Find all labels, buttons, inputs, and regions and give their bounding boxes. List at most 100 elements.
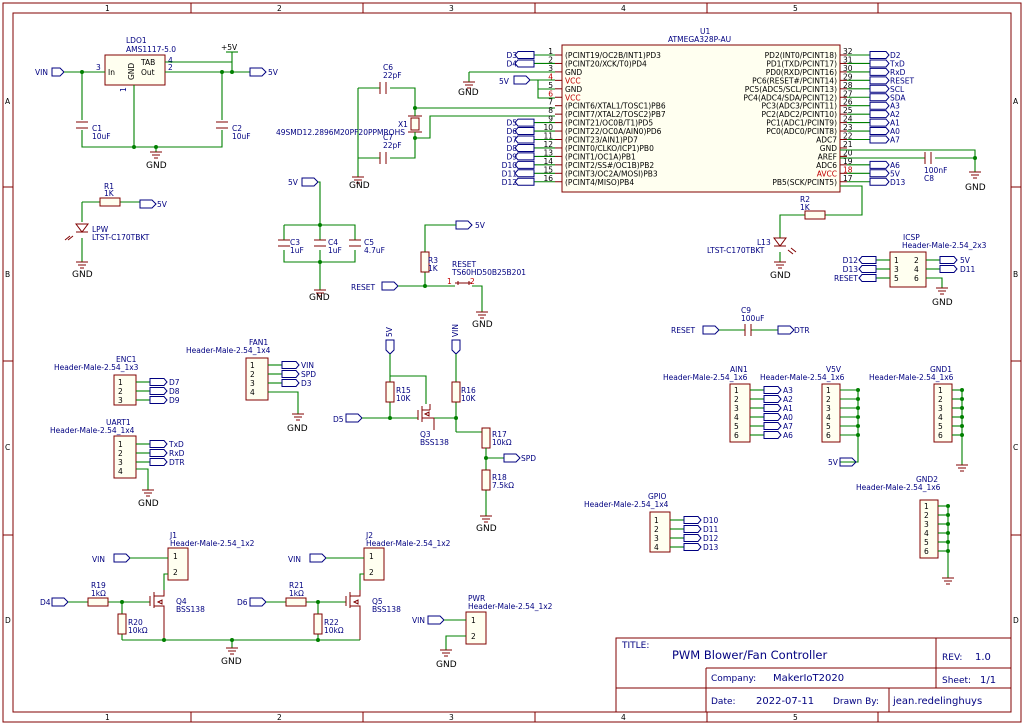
svg-text:C8: C8 bbox=[924, 174, 934, 183]
svg-text:5V: 5V bbox=[499, 77, 510, 86]
mcu-pin-name: (PCINT3/OC2A/MOSI)PB3 bbox=[565, 169, 658, 178]
svg-text:J1: J1 bbox=[169, 531, 177, 540]
mcu-net-text: D12 bbox=[502, 178, 518, 187]
header-net-text: D10 bbox=[703, 516, 719, 525]
mcu-pin-number: 30 bbox=[843, 64, 853, 73]
svg-text:5V: 5V bbox=[268, 68, 279, 77]
svg-text:TITLE:: TITLE: bbox=[621, 641, 649, 651]
svg-text:VIN: VIN bbox=[412, 616, 425, 625]
header-pin-number: 3 bbox=[118, 396, 123, 405]
mcu-pin-number: 22 bbox=[843, 132, 853, 141]
svg-text:Header-Male-2.54_2x3: Header-Male-2.54_2x3 bbox=[902, 241, 987, 250]
svg-text:5V: 5V bbox=[385, 326, 394, 337]
header-net-label bbox=[683, 525, 702, 533]
svg-text:1: 1 bbox=[173, 552, 178, 561]
v5-label-ldo bbox=[249, 67, 267, 77]
mcu-net-text: RxD bbox=[890, 68, 906, 77]
mcu-pin-number: 31 bbox=[843, 55, 853, 64]
frame-row-label-left: C bbox=[5, 443, 10, 452]
mcu-pin-number: 8 bbox=[548, 106, 553, 115]
svg-text:VIN: VIN bbox=[451, 324, 460, 337]
header-net-label bbox=[763, 413, 782, 421]
mcu-net-text: RESET bbox=[890, 76, 914, 85]
header-net-label bbox=[149, 378, 168, 386]
svg-text:Header-Male-2.54_1x4: Header-Male-2.54_1x4 bbox=[186, 346, 271, 355]
header-pin-number: 2 bbox=[924, 511, 929, 520]
mcu-net-label bbox=[869, 76, 890, 85]
mcu-net-text: D10 bbox=[502, 161, 518, 170]
svg-text:7.5kΩ: 7.5kΩ bbox=[492, 481, 514, 490]
mcu-pin-name: GND bbox=[565, 68, 582, 77]
mcu-net-text: TxD bbox=[889, 59, 905, 68]
mcu-pin-name: PC4(ADC4/SDA/PCINT12) bbox=[743, 93, 837, 102]
icsp-pin-number: 3 bbox=[894, 265, 899, 274]
inner-frame bbox=[12, 12, 1012, 713]
header-net-text: A7 bbox=[783, 422, 793, 431]
svg-text:R18: R18 bbox=[492, 473, 507, 482]
svg-text:Header-Male-2.54_1x6: Header-Male-2.54_1x6 bbox=[760, 373, 845, 382]
mcu-net-text: A6 bbox=[890, 161, 900, 170]
svg-text:2: 2 bbox=[470, 277, 475, 286]
svg-text:R3: R3 bbox=[428, 256, 438, 265]
svg-text:RESET: RESET bbox=[671, 326, 695, 335]
q5-ref: Q5 bbox=[372, 597, 383, 606]
mcu-pin-name: GND bbox=[820, 144, 837, 153]
q4-value: BSS138 bbox=[176, 605, 205, 614]
icsp-net-text: D12 bbox=[843, 256, 859, 265]
mcu-net-text: 5V bbox=[890, 169, 901, 178]
header-pin-number: 3 bbox=[924, 520, 929, 529]
svg-text:Header-Male-2.54_1x2: Header-Male-2.54_1x2 bbox=[366, 539, 451, 548]
svg-text:GND: GND bbox=[965, 183, 986, 193]
icsp-pin-number: 1 bbox=[894, 256, 899, 265]
mcu-net-label bbox=[869, 84, 890, 93]
svg-text:Date:: Date: bbox=[711, 697, 736, 707]
vin-label-j1 bbox=[113, 553, 131, 563]
q3-section: 5V VIN R15 10K D5 R16 10K Q3 BSS138 R17 … bbox=[333, 324, 536, 534]
header-net-label bbox=[149, 387, 168, 395]
frame-row-label-right: C bbox=[1013, 443, 1018, 452]
frame-row-label-left: D bbox=[5, 616, 11, 625]
j1-q4-section: J1 Header-Male-2.54_1x2 1 2 VIN D4 R19 1… bbox=[40, 531, 255, 640]
ldo1-pin-tab: TAB bbox=[140, 58, 155, 67]
svg-text:R21: R21 bbox=[289, 581, 304, 590]
x1-ref: X1 bbox=[398, 120, 408, 129]
header-net-text: RxD bbox=[169, 449, 185, 458]
svg-text:C5: C5 bbox=[364, 238, 374, 247]
reset-label-c9 bbox=[702, 325, 720, 335]
header-pin-number: 4 bbox=[734, 413, 739, 422]
frame-row-label-left: B bbox=[5, 270, 10, 279]
mcu-net-text: A0 bbox=[890, 127, 900, 136]
svg-text:REV:: REV: bbox=[942, 653, 962, 663]
svg-text:Header-Male-2.54_1x4: Header-Male-2.54_1x4 bbox=[50, 426, 135, 435]
frame-row-label-right: D bbox=[1013, 616, 1019, 625]
mcu-pin-name: VCC bbox=[565, 93, 581, 102]
frame-col-label-bottom: 4 bbox=[621, 713, 626, 722]
svg-text:PWR: PWR bbox=[468, 594, 485, 603]
mcu-net-text: D9 bbox=[506, 152, 517, 161]
svg-text:C9: C9 bbox=[741, 306, 751, 315]
mcu-pin-number: 6 bbox=[548, 89, 553, 98]
svg-text:VIN: VIN bbox=[288, 555, 301, 564]
svg-text:5V: 5V bbox=[288, 178, 299, 187]
svg-text:GND2: GND2 bbox=[916, 475, 938, 484]
header-pin-number: 3 bbox=[250, 379, 255, 388]
svg-text:1K: 1K bbox=[104, 189, 115, 198]
mcu-pin-name: ADC6 bbox=[816, 161, 837, 170]
svg-text:10kΩ: 10kΩ bbox=[324, 626, 344, 635]
icsp-net-label bbox=[939, 265, 958, 273]
svg-text:jean.redelinghuys: jean.redelinghuys bbox=[892, 696, 982, 707]
l13-value: LTST-C170TBKT bbox=[707, 246, 765, 255]
header-pin-number: 1 bbox=[250, 361, 255, 370]
header-pin-number: 1 bbox=[118, 378, 123, 387]
mcu-pin-name: (PCINT0/CLKO/ICP1)PB0 bbox=[565, 144, 654, 153]
svg-text:MakerIoT2020: MakerIoT2020 bbox=[773, 673, 844, 684]
plus5v-label: +5V bbox=[221, 43, 238, 52]
header-net-text: D12 bbox=[703, 534, 719, 543]
mcu-net-label bbox=[869, 169, 890, 178]
ldo1-pin3: 3 bbox=[96, 63, 101, 72]
header-net-text: TxD bbox=[168, 440, 184, 449]
svg-text:10kΩ: 10kΩ bbox=[128, 626, 148, 635]
